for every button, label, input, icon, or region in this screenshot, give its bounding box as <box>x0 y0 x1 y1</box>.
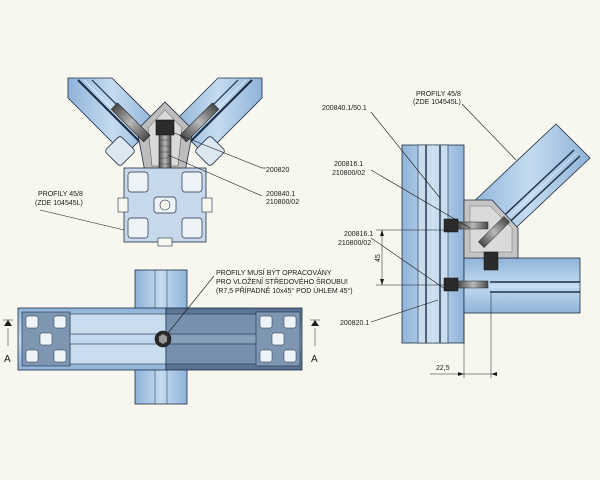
bolt-right <box>179 102 220 143</box>
front-center-bolt <box>154 330 172 348</box>
end-section-left <box>21 311 71 367</box>
section-marker-right: A <box>310 319 320 365</box>
front-view: A A PROFILY MUSÍ BÝT OPRACOVÁNY PRO VLOŽ… <box>3 268 353 405</box>
top-label-200840-1: 200840.1 <box>266 191 295 198</box>
side-profile-label-2: (ZDE 104545L) <box>413 99 461 106</box>
top-view: 200820 200840.1 210800/02 PROFILY 45/8 (… <box>35 77 299 247</box>
side-profile-label-1: PROFILY 45/8 <box>416 91 461 98</box>
bolt-left <box>110 102 151 143</box>
dimension-vertical: 45 <box>375 229 448 286</box>
side-view: 45 22,5 200840.1/50.1 PROFILY 45/8 (ZDE … <box>322 91 591 378</box>
section-letter-left: A <box>4 354 11 365</box>
top-profile-label-1: PROFILY 45/8 <box>38 191 83 198</box>
dimension-horizontal: 22,5 <box>430 293 497 378</box>
side-label-200840: 200840.1/50.1 <box>322 105 367 112</box>
side-label-c: 200820.1 <box>340 320 369 327</box>
side-label-a2: 210800/02 <box>332 170 365 177</box>
section-marker-left: A <box>3 319 13 365</box>
end-section-right <box>255 311 301 367</box>
note-line-2: PRO VLOŽENÍ STŘEDOVÉHO ŠROUBU! <box>216 277 348 286</box>
dim-22-5: 22,5 <box>436 365 450 372</box>
top-label-210800-02: 210800/02 <box>266 199 299 206</box>
top-label-200820: 200820 <box>266 167 289 174</box>
profile-cross-section <box>117 167 213 247</box>
side-label-b1: 200816.1 <box>344 231 373 238</box>
note-line-3: (R7,5 PŘÍPADNĚ 10x45° POD ÚHLEM 45°) <box>216 286 353 295</box>
section-letter-right: A <box>311 354 318 365</box>
side-bolt-top <box>443 218 489 233</box>
side-label-b2: 210800/02 <box>338 240 371 247</box>
side-bolt-diagonal <box>478 216 510 271</box>
note-line-1: PROFILY MUSÍ BÝT OPRACOVÁNY <box>216 268 332 277</box>
top-profile-label-2: (ZDE 104545L) <box>35 200 83 207</box>
vertical-profile-side <box>401 144 465 344</box>
dim-45: 45 <box>375 254 382 262</box>
side-label-a1: 200816.1 <box>334 161 363 168</box>
side-bolt-bottom <box>443 277 489 292</box>
